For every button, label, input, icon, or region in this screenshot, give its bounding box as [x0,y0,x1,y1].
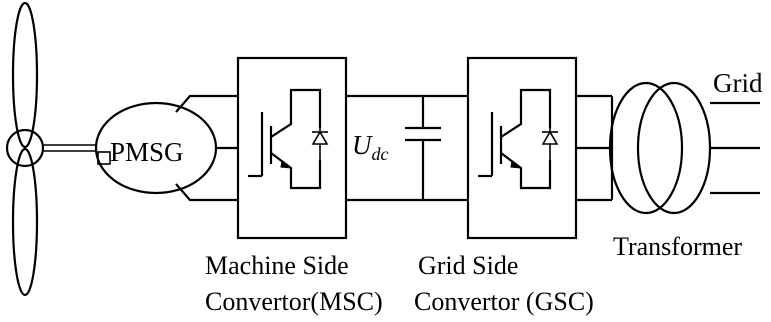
gsc-converter [466,56,578,240]
ac-lines-msc [175,94,238,202]
transformer-label: Transformer [613,232,742,261]
gsc-label-line1: Grid Side [418,251,518,280]
dc-voltage-label: Udc [352,130,389,164]
igbt-switch-icon [478,88,552,190]
ac-lines-gsc [576,94,614,202]
capacitor-icon [405,96,441,200]
msc-converter [236,56,348,240]
generator-label: PMSG [110,137,184,167]
msc-label-line2: Convertor(MSC) [205,287,383,316]
shaft [43,144,96,152]
grid-lines [710,101,760,195]
dc-voltage-main: U [352,130,373,160]
diode-icon [311,128,329,160]
wind-turbine-icon [5,1,45,297]
gsc-label-line2: Convertor (GSC) [414,287,594,316]
msc-label-line1: Machine Side [205,251,349,280]
grid-label: Grid [713,68,763,98]
dc-link [346,94,468,202]
diode-icon [541,128,559,160]
transformer-icon [608,81,712,215]
dc-voltage-sub: dc [372,144,389,164]
igbt-switch-icon [248,88,322,190]
